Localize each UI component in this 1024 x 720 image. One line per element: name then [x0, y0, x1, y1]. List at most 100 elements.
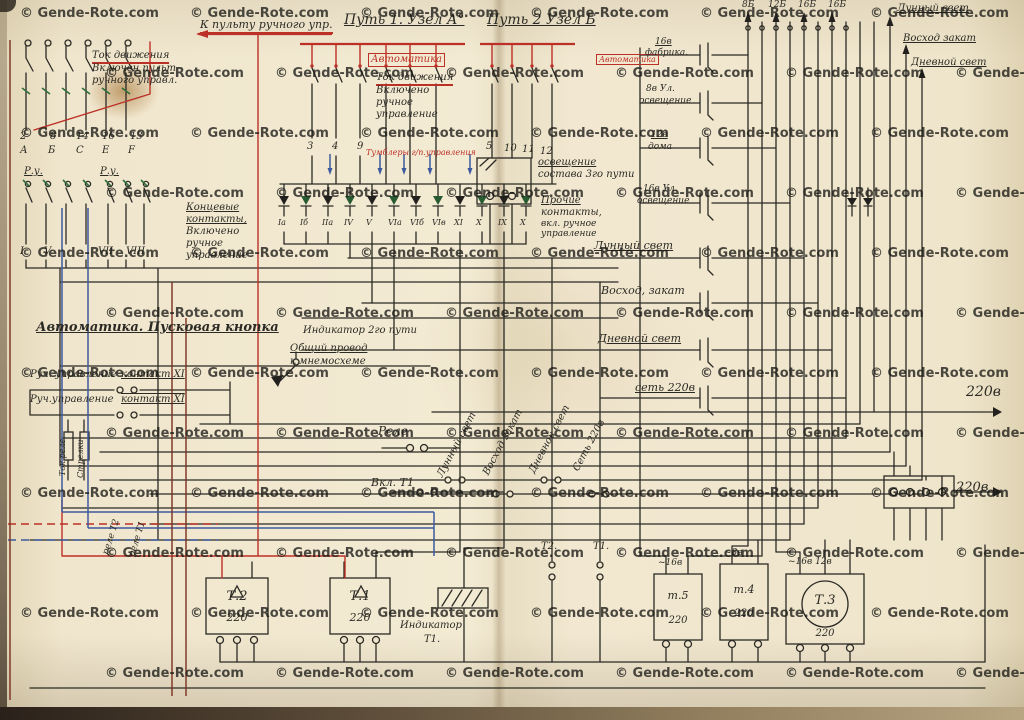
other-contacts-3: вкл. ручное — [541, 219, 597, 229]
transformer-t1-name: Т.1 — [349, 589, 371, 604]
contact-xi-bar: контакт XI — [121, 394, 185, 405]
other-contacts-2: контакты, — [541, 207, 602, 218]
coil-label-1: Ток реле — [58, 438, 67, 476]
on-t1-label: Вкл. Т1 — [371, 476, 414, 489]
diode-numeral: IX — [498, 218, 507, 227]
ladder-label: 8в Ул. — [646, 84, 675, 94]
coil-label-2: Стрелки — [76, 439, 85, 478]
red-wiring — [8, 30, 346, 579]
ru-label: Р.у. — [100, 166, 119, 177]
dark-red-wiring — [9, 40, 187, 700]
blue-wiring — [8, 208, 435, 556]
diode-numeral: IV — [344, 218, 353, 227]
relay-ladder — [639, 42, 847, 557]
automation-title: Автоматика. Пусковая кнопка — [36, 320, 279, 335]
contact-t2-label: Т2. — [541, 541, 558, 552]
pin-number: 5 — [486, 141, 493, 152]
diode-numeral: V — [366, 218, 372, 227]
track1-note-1: Ток движения — [376, 72, 454, 86]
manual-panel-title: К пульту ручного упр. — [200, 18, 333, 34]
common-wire-2: к мнемосхеме — [290, 356, 366, 367]
transformer-t5-top: ~16в — [658, 558, 683, 568]
pin-number: 10 — [504, 143, 517, 154]
diode-numeral: VIа — [388, 218, 402, 227]
transformer-t5-voltage: 220 — [668, 615, 688, 626]
ladder-label: освещение — [637, 196, 690, 206]
pin-number: 13 — [130, 131, 143, 142]
lighting-note-2: состава 3го пути — [538, 169, 635, 180]
roman-numeral: I — [20, 246, 24, 257]
pin-number: 2 — [20, 131, 27, 142]
pin-number: 12 — [540, 146, 553, 157]
rail-label: 12Б — [768, 0, 787, 10]
end-contacts-3: Включено — [186, 226, 240, 237]
end-contacts-2: контакты, — [186, 214, 247, 225]
track1-note-3: ручное — [376, 97, 413, 108]
diode-numeral: X — [520, 218, 526, 227]
indicator-track2-label: Индикатор 2го пути — [303, 325, 417, 336]
bus-verticals-right — [744, 12, 926, 557]
transformer-t4-voltage: 220 — [734, 608, 754, 619]
transformer-t3-voltage: 220 — [815, 628, 835, 639]
transformer-t4-top: ~8в — [724, 548, 743, 558]
diode-numeral: Iа — [278, 218, 286, 227]
automatic-badge-1: Автоматика — [368, 53, 446, 67]
pin-number: 14 — [76, 131, 89, 142]
signal-verticals — [343, 243, 604, 663]
diode-numeral: XI — [454, 218, 463, 227]
pin-number: 4 — [332, 141, 339, 152]
track2-switch-bank — [480, 42, 575, 185]
rail-label: 8Б — [742, 0, 755, 10]
ladder-label-moon: Лунный свет — [594, 239, 674, 252]
terminal-block-220 — [883, 407, 1002, 541]
track1-note-4: управление — [376, 109, 438, 120]
pin-number: 16 — [102, 131, 115, 142]
common-wire-1: Общий провод — [290, 343, 368, 354]
other-contacts-4: управление — [541, 229, 597, 239]
contact-xi: контакт XI — [121, 369, 185, 380]
relay-label: Реле — [378, 424, 408, 438]
diode-numeral: Iб — [300, 218, 309, 227]
transformer-t5-name: т.5 — [667, 589, 689, 602]
rail-label: 16Б — [798, 0, 817, 10]
ladder-label-net: сеть 220в — [635, 381, 695, 394]
track1-title: Путь 1. Узел А° — [344, 12, 465, 28]
pin-letter: С — [76, 145, 84, 156]
pin-number: 11 — [522, 144, 535, 155]
left-bank-note-3: ручного управл. — [92, 75, 178, 86]
transformer-t2-voltage: 220 — [226, 611, 248, 624]
transformer-t2-name: Т.2 — [226, 589, 248, 604]
lighting-note-1: освещение — [538, 157, 597, 168]
right-label-sunrise: Восход закат — [903, 33, 976, 44]
toggles-note: Тумблеры г/п.управления — [366, 148, 476, 157]
track1-note-2: Включено — [376, 85, 430, 96]
ru-label: Р.у. — [24, 166, 43, 177]
pin-letter: Е — [102, 145, 110, 156]
diode-numeral: Х — [476, 218, 482, 227]
track1-switch-bank — [300, 42, 465, 185]
limit-switch-bank — [22, 179, 151, 269]
end-contacts-4: ручное — [186, 238, 223, 249]
roman-numeral: VIII — [126, 246, 146, 257]
pin-letter: Б — [48, 145, 56, 156]
ladder-label: дома — [648, 142, 672, 152]
indicator-t1-label-1: Индикатор — [400, 620, 462, 631]
pin-number: 3 — [307, 141, 314, 152]
diode-row — [278, 183, 557, 351]
rail-label: 16Б — [828, 0, 847, 10]
other-contacts-1: Прочие — [541, 195, 581, 206]
roman-numeral: VII — [98, 246, 114, 257]
diode-numeral: VIв — [432, 218, 446, 227]
pin-number: 8 — [50, 131, 57, 142]
ladder-label: 16в — [655, 37, 672, 47]
toggle-arrows — [327, 154, 473, 175]
transformer-t4-name: т.4 — [733, 583, 755, 596]
manual-control-2: Руч.управление — [30, 394, 114, 405]
left-switch-bank — [21, 39, 134, 131]
ladder-label: освещение — [639, 96, 692, 106]
transformers — [29, 539, 986, 689]
diode-numeral: IIа — [322, 218, 334, 227]
roman-numeral: V — [44, 246, 52, 257]
